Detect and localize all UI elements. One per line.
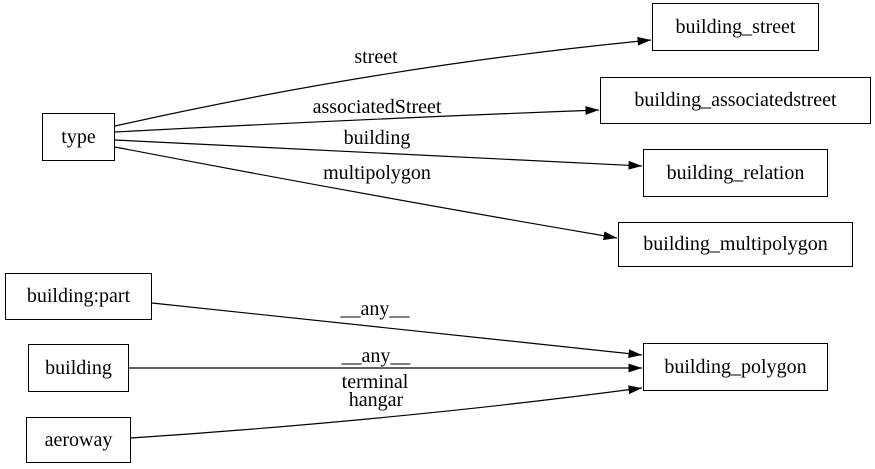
- edge-building-part-to-building_polygon: [151, 302, 643, 358]
- node-aeroway: aeroway: [26, 417, 131, 463]
- edge-label-hangar: hangar: [349, 389, 404, 411]
- node-building_relation: building_relation: [643, 149, 828, 197]
- node-type: type: [42, 113, 115, 161]
- node-building_multipolygon: building_multipolygon: [618, 222, 853, 267]
- edge-label-street: street: [354, 46, 398, 68]
- node-building_associatedstreet: building_associatedstreet: [600, 77, 871, 124]
- node-building-part: building:part: [5, 273, 152, 320]
- edge-label-terminal: terminal: [342, 371, 409, 393]
- edge-label-multipolygon: multipolygon: [323, 162, 431, 184]
- edge-type-to-building_street: [114, 36, 652, 127]
- edge-label-building: building: [344, 127, 411, 149]
- edge-label--any-: __any__: [340, 298, 411, 320]
- node-building: building: [28, 344, 129, 392]
- edge-type-to-building_associatedstreet: [114, 106, 600, 133]
- node-building_street: building_street: [652, 3, 819, 51]
- edge-type-to-building_multipolygon: [114, 146, 618, 241]
- edge-label-associatedStreet: associatedStreet: [313, 96, 442, 118]
- edge-type-to-building_relation: [114, 139, 643, 170]
- edge-aeroway-to-building_polygon: [130, 385, 643, 439]
- edge-label--any-: __any__: [341, 345, 412, 367]
- node-building_polygon: building_polygon: [643, 343, 828, 391]
- edge-group: street associatedStreet building multipolyg…: [114, 36, 652, 439]
